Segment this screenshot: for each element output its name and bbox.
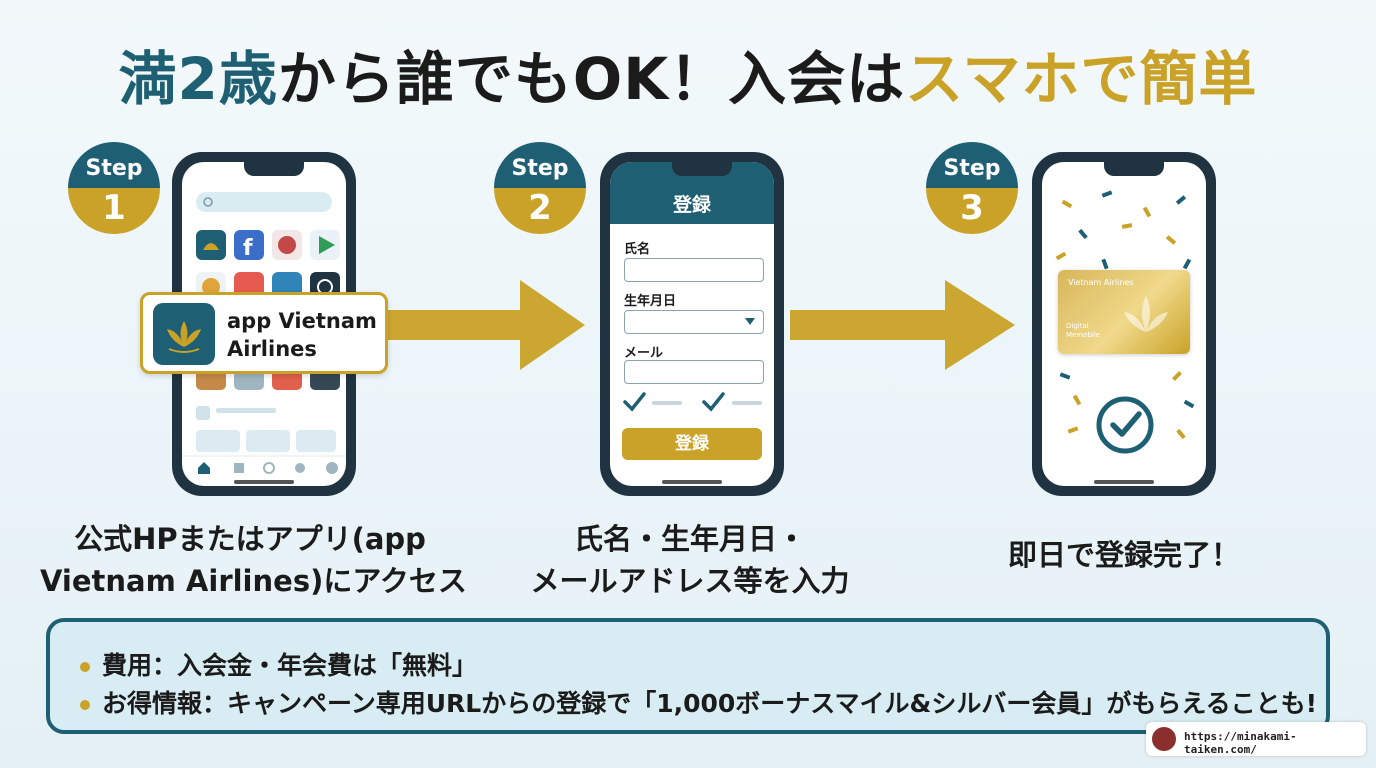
step1-caption: 公式HPまたはアプリ(app Vietnam Airlines)にアクセス [40,518,467,602]
card-line1: Digital [1066,322,1089,330]
phone2-header-title: 登録 [672,194,711,216]
step2-badge: Step 2 [494,142,586,234]
site-url: https://minakami-taiken.com/ [1184,730,1297,756]
bullet-icon [80,662,90,672]
phone3-screen: Vietnam Airlines Digital Memobile [1042,162,1206,486]
info-box: 費用：入会金・年会費は「無料」 お得情報：キャンペーン専用URLからの登録で「1… [46,618,1330,734]
step3-caption-line1: 即日で登録完了！ [1007,538,1240,572]
arrow-step1-to-2 [380,280,585,370]
page-title: 満2歳から誰でもOK！入会はスマホで簡単 [0,32,1376,116]
mail-label: メール [624,346,664,361]
svg-text:f: f [243,236,253,261]
info-row-cost-text: 費用：入会金・年会費は「無料」 [102,651,478,680]
site-url-badge[interactable]: https://minakami-taiken.com/ [1146,722,1366,756]
app-callout[interactable]: app Vietnam Airlines [140,292,388,374]
title-part1: 満2歳 [118,45,278,113]
phone3-notch [1104,162,1164,176]
step2-caption-line2: メールアドレス等を入力 [530,564,850,598]
step2-caption: 氏名・生年月日・ メールアドレス等を入力 [480,518,900,602]
bullet-icon [80,700,90,710]
step1-caption-line1: 公式HPまたはアプリ(app [74,522,426,556]
step3-number: 3 [926,188,1018,234]
step1-number: 1 [68,188,160,234]
register-button[interactable]: 登録 [622,428,762,460]
dob-label: 生年月日 [624,294,677,309]
phone2-screen: 登録 氏名 生年月日 メール 登録 [610,162,774,486]
name-label: 氏名 [624,242,651,257]
site-logo-icon [1152,727,1176,751]
step1-badge: Step 1 [68,142,160,234]
phone1-homebar [234,480,294,484]
step3-caption: 即日で登録完了！ [924,534,1324,576]
membership-card: Vietnam Airlines Digital Memobile [1058,270,1190,354]
chevron-down-icon [745,318,755,325]
title-part2: から誰でもOK！入会は [277,45,906,113]
step2-caption-line1: 氏名・生年月日・ [573,522,806,556]
checkmarks-row [623,392,762,412]
title-part3: スマホで簡単 [905,45,1258,113]
step3-badge: Step 3 [926,142,1018,234]
phone2-notch [672,162,732,176]
step1-caption-line2: Vietnam Airlines)にアクセス [40,564,467,598]
dob-select[interactable] [624,310,764,334]
step1-label: Step [68,142,160,188]
name-field[interactable] [624,258,764,282]
step2-number: 2 [494,188,586,234]
step2-label: Step [494,142,586,188]
check-circle-icon [1096,396,1154,454]
card-line2: Memobile [1066,331,1101,339]
info-row-campaign-text: お得情報：キャンペーン専用URLからの登録で「1,000ボーナスマイル&シルバー… [102,689,1318,718]
app-callout-line2: Airlines [227,337,317,361]
lotus-icon [1124,296,1168,332]
arrow-step2-to-3 [790,280,1015,370]
phone3-homebar [1094,480,1154,484]
card-brand: Vietnam Airlines [1068,278,1134,287]
mail-field[interactable] [624,360,764,384]
info-row-cost: 費用：入会金・年会費は「無料」 [80,646,477,682]
vietnam-airlines-app-icon [153,303,215,365]
app-callout-line1: app Vietnam [227,309,377,333]
phone1-notch [244,162,304,176]
phone-step3: Vietnam Airlines Digital Memobile [1032,152,1216,496]
phone-step2: 登録 氏名 生年月日 メール 登録 [600,152,784,496]
info-row-campaign: お得情報：キャンペーン専用URLからの登録で「1,000ボーナスマイル&シルバー… [80,684,1317,720]
phone2-homebar [662,480,722,484]
step3-label: Step [926,142,1018,188]
confetti [1055,190,1195,440]
